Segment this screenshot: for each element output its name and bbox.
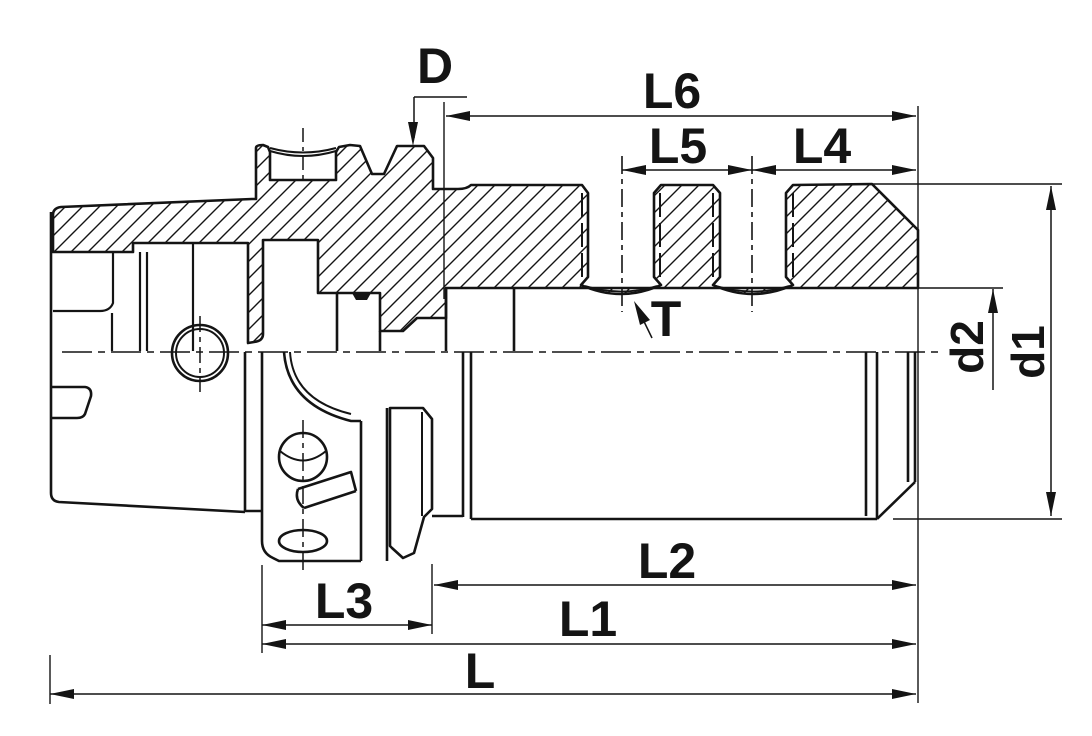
dimension-L5: L5 [622,118,752,175]
dimension-d2: d2 [941,289,998,390]
dim-label-d: D [417,38,453,94]
arrow-right [728,165,752,175]
dim-label-d1: d1 [1002,325,1054,379]
arrow-left [50,689,74,699]
cylinder-front-face [461,352,473,519]
shank-left-face [49,212,246,514]
arrow-left [434,580,458,590]
dim-label-l1: L1 [559,591,617,647]
clamp-arc-inner [289,351,352,415]
flange-groove-arcs [269,147,337,157]
arrow-right [408,620,432,630]
dim-label-l: L [465,643,496,699]
bore-pocket-walls [335,288,516,351]
dim-label-l4: L4 [793,118,852,174]
clamp-nut-outline [388,406,434,560]
dimension-L6: L6 [446,63,916,121]
dimension-L4: L4 [752,118,916,175]
clamp-body-outline [260,511,361,563]
arrow-right [892,580,916,590]
dimension-L: L [50,643,916,699]
arrow-up-left [634,301,650,325]
arrow-left [622,165,646,175]
arrow-right [892,639,916,649]
arrow-down [1046,492,1056,516]
section-hatched-body [51,143,920,351]
dimension-D: D [408,38,467,146]
arrow-left [262,639,286,649]
dim-label-l5: L5 [649,118,707,174]
arrow-left [262,620,286,630]
dim-label-d2: d2 [941,320,993,374]
dimension-L3: L3 [262,573,432,630]
shank-cavity-edges [53,243,195,351]
section-outline [51,143,920,345]
arrow-right [892,111,916,121]
dim-label-l3: L3 [315,573,373,629]
dimension-d1: d1 [1002,186,1056,516]
extension-lines [49,102,1062,704]
dim-label-l2: L2 [638,533,696,589]
cylinder-end-chamfer [876,481,916,520]
arrow-right [892,689,916,699]
dimension-L1: L1 [262,591,916,649]
thread-major-dashed-lines [581,193,794,283]
shank-face-slot [51,385,93,420]
dimension-T: T [634,291,681,347]
arrow-left [752,165,776,175]
dimension-L2: L2 [434,533,916,590]
dim-label-t: T [651,291,682,347]
coolant-screw-slot [352,293,371,300]
arrow-down [408,122,418,146]
clamp-lead-slot [295,470,358,510]
arrow-right [892,165,916,175]
flange-front-faces [243,352,264,513]
dim-label-l6: L6 [643,63,701,119]
cylinder-end-edges [864,352,917,519]
arrow-left [446,111,470,121]
clamp-slot-walls [359,408,389,561]
clamp-arc-outer [282,351,361,423]
centerlines [62,128,938,572]
arrow-up [1046,186,1056,210]
arrow-up [988,289,998,313]
